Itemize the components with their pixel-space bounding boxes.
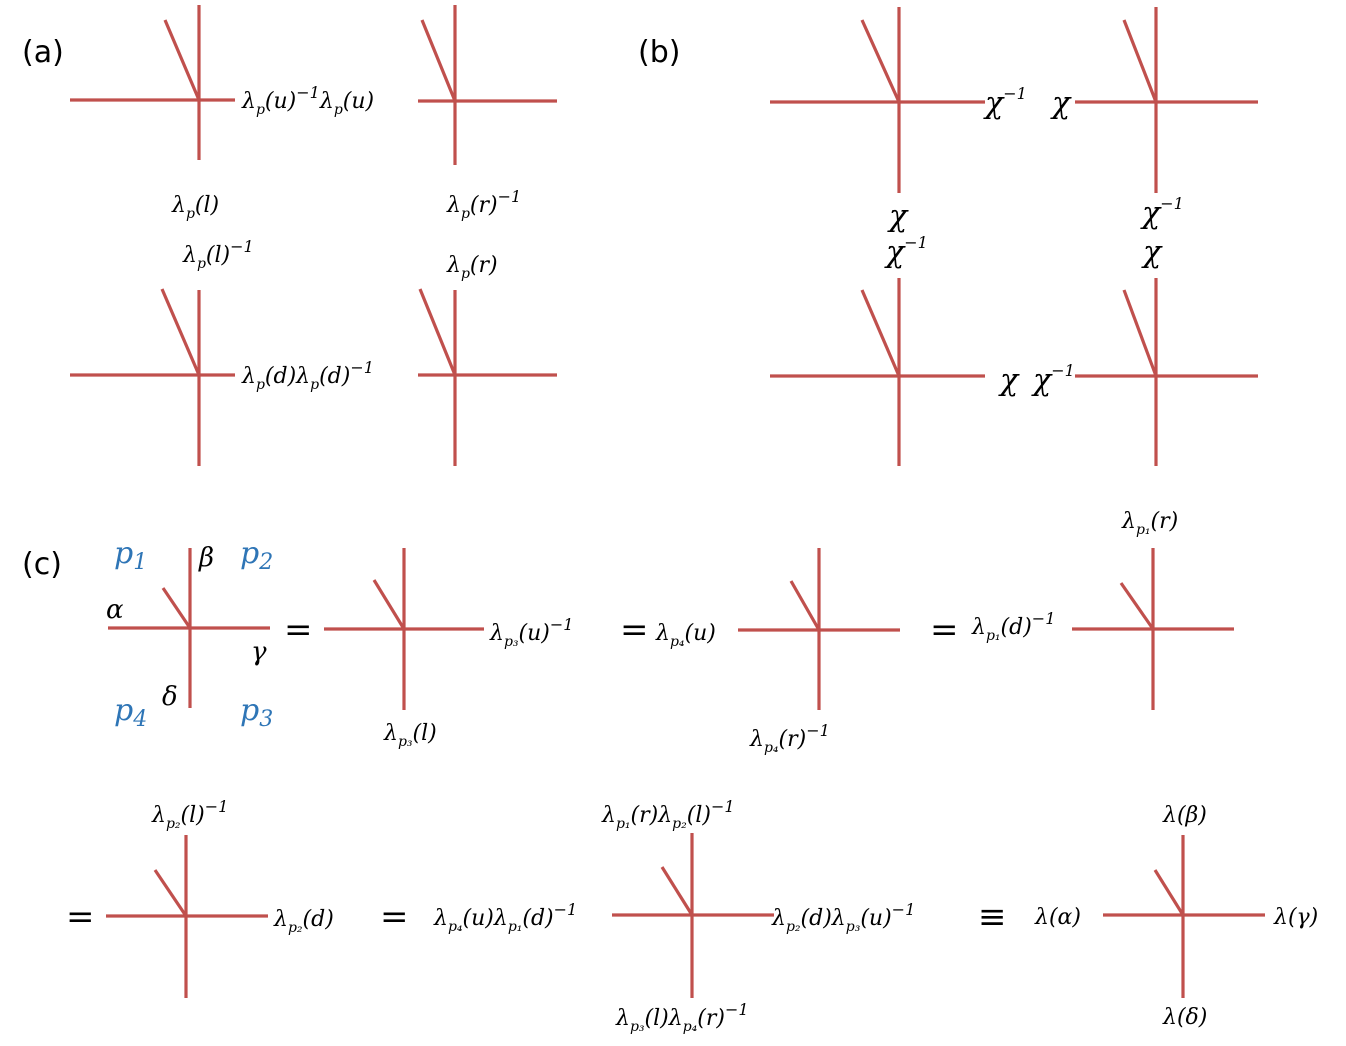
tensor-c-2 [738, 548, 900, 710]
c4-right-label: λp₂(d) [273, 907, 334, 936]
c5-bottom-label: λp₃(l)λp₄(r)−1 [615, 1000, 749, 1035]
c3-left-label: λp₁(d)−1 [971, 609, 1055, 644]
tensor-a-bottom-right [418, 288, 557, 466]
plaquette-p2-label: p2 [240, 536, 273, 575]
b-top-bond-left-label: χ−1 [983, 84, 1027, 121]
equals-1: = [284, 610, 313, 650]
tensor-b-bottom-right [1075, 278, 1258, 466]
c5-left-label: λp₄(u)λp₁(d)−1 [433, 900, 577, 935]
equiv-symbol: ≡ [978, 897, 1007, 937]
a-top-bond-label: λp(u)−1λp(u) [241, 83, 374, 118]
tensor-b-bottom-left [770, 278, 985, 466]
c6-top-label: λ(β) [1162, 803, 1207, 828]
plaquette-p1-label: p1 [114, 536, 147, 575]
b-top-bond-right-label: χ [1050, 86, 1072, 121]
b-bottom-bond-right-label: χ−1 [1031, 361, 1075, 398]
a-left-bond-bottom-label: λp(l)−1 [182, 237, 254, 272]
equals-4: = [66, 897, 95, 937]
plaquette-p4-label: p4 [114, 693, 147, 732]
leg-alpha-label: α [106, 595, 124, 625]
plaquette-p3-label: p3 [240, 693, 273, 732]
leg-gamma-label: γ [251, 637, 267, 667]
leg-beta-label: β [198, 543, 214, 573]
b-right-bond-top-label: χ−1 [1140, 194, 1184, 231]
c6-right-label: λ(γ) [1273, 905, 1318, 930]
panel-label-c: (c) [22, 547, 62, 582]
equals-2: = [620, 610, 649, 650]
a-right-bond-bottom-label: λp(r) [446, 253, 498, 282]
tensor-b-top-left [770, 7, 985, 193]
c6-bottom-label: λ(δ) [1162, 1005, 1207, 1030]
c2-bottom-label: λp₄(r)−1 [749, 721, 830, 756]
c4-top-label: λp₂(l)−1 [151, 797, 228, 832]
equals-5: = [380, 897, 409, 937]
leg-delta-label: δ [162, 682, 178, 712]
a-right-bond-top-label: λp(r)−1 [446, 187, 521, 222]
c5-right-label: λp₂(d)λp₃(u)−1 [771, 900, 915, 935]
c6-left-label: λ(α) [1034, 905, 1081, 930]
tensor-c-1 [324, 548, 484, 710]
tensor-c-5 [612, 833, 774, 998]
tensor-a-bottom-left [70, 288, 235, 466]
c2-left-label: λp₄(u) [655, 621, 716, 650]
equals-3: = [930, 610, 959, 650]
tensor-c-6 [1103, 835, 1265, 998]
tensor-c-3 [1072, 548, 1234, 710]
c3-top-label: λp₁(r) [1121, 509, 1178, 538]
c1-bottom-label: λp₃(l) [383, 721, 437, 750]
b-left-bond-bottom-label: χ−1 [884, 233, 928, 270]
tensor-c-4 [106, 835, 268, 998]
b-bottom-bond-left-label: χ [998, 363, 1020, 398]
a-left-bond-top-label: λp(l) [171, 193, 219, 222]
panel-label-b: (b) [638, 35, 680, 70]
tensor-a-top-left [70, 5, 235, 160]
a-bottom-bond-label: λp(d)λp(d)−1 [241, 358, 374, 393]
tensor-a-top-right [418, 5, 557, 165]
panel-label-a: (a) [22, 35, 64, 70]
tensor-b-top-right [1075, 7, 1258, 193]
c1-right-label: λp₃(u)−1 [489, 615, 573, 650]
b-left-bond-top-label: χ [887, 199, 909, 234]
c5-top-label: λp₁(r)λp₂(l)−1 [601, 797, 735, 832]
tensor-c-legend [108, 548, 270, 708]
b-right-bond-bottom-label: χ [1141, 235, 1163, 270]
